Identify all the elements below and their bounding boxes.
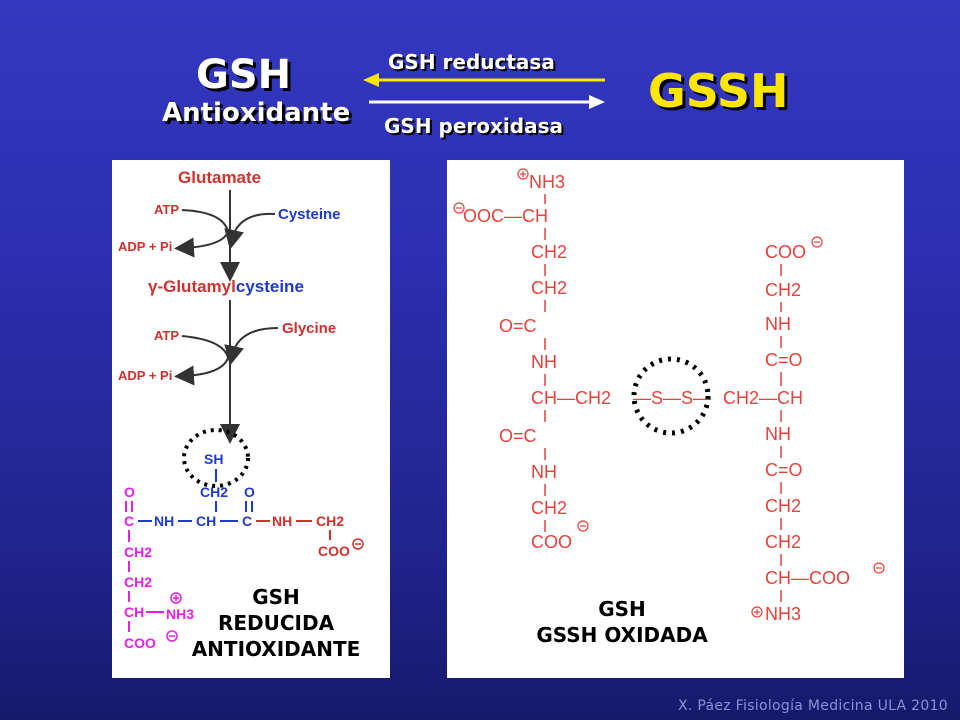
synthesis-panel: Glutamate ATP Cysteine ADP + Pi γ-Glutam… bbox=[112, 160, 390, 678]
gsh-title: GSH bbox=[196, 52, 292, 98]
right-nh-2: NH bbox=[765, 424, 791, 444]
right-ch2-c: CH2 bbox=[765, 532, 801, 552]
cysteine-label: Cysteine bbox=[278, 206, 341, 223]
enzyme-peroxidase: GSH peroxidasa bbox=[384, 114, 563, 138]
left-ooc-ch: OOC—CH bbox=[463, 206, 548, 226]
reverse-arrow bbox=[363, 73, 605, 87]
oxidized-panel: NH3 OOC—CH CH2 CH2 O=C NH CH—CH2 O=C NH … bbox=[447, 160, 904, 678]
reaction-arrows bbox=[363, 73, 605, 109]
right-nh3: NH3 bbox=[765, 604, 801, 624]
svg-text:NH: NH bbox=[154, 513, 174, 529]
o-mid: O bbox=[244, 484, 255, 500]
glycine-label: Glycine bbox=[282, 320, 336, 337]
glutamate-label: Glutamate bbox=[178, 168, 261, 187]
reduced-gsh-label: GSH REDUCIDA ANTIOXIDANTE bbox=[191, 585, 361, 661]
atp-curve-2 bbox=[174, 335, 230, 386]
gamma-glutamyl-label: γ-Glutamylcysteine bbox=[148, 277, 304, 296]
left-ch2-c: CH2 bbox=[531, 498, 567, 518]
left-ch2-a: CH2 bbox=[531, 242, 567, 262]
disulfide-highlight-circle bbox=[631, 356, 711, 436]
right-ch-coo: CH—COO bbox=[765, 568, 850, 588]
left-ch: CH—CH2 bbox=[531, 388, 611, 408]
left-nh-2: NH bbox=[531, 462, 557, 482]
atp-label-2: ATP bbox=[154, 328, 179, 343]
svg-text:CH: CH bbox=[124, 604, 144, 620]
o-left: O bbox=[124, 484, 135, 500]
svg-text:CH2: CH2 bbox=[316, 513, 344, 529]
gssh-structure: NH3 OOC—CH CH2 CH2 O=C NH CH—CH2 O=C NH … bbox=[453, 168, 885, 624]
left-coo: COO bbox=[531, 532, 572, 552]
forward-arrow bbox=[369, 95, 605, 109]
left-nh3: NH3 bbox=[529, 172, 565, 192]
footer-credit: X. Páez Fisiología Medicina ULA 2010 bbox=[677, 698, 948, 714]
left-oc-2: O=C bbox=[499, 426, 537, 446]
right-co-1: C=O bbox=[765, 350, 803, 370]
svg-text:NH: NH bbox=[272, 513, 292, 529]
left-ch2-b: CH2 bbox=[531, 278, 567, 298]
svg-text:C: C bbox=[124, 513, 134, 529]
right-ch2-b: CH2 bbox=[765, 496, 801, 516]
left-oc-1: O=C bbox=[499, 316, 537, 336]
synthesis-diagram: Glutamate ATP Cysteine ADP + Pi γ-Glutam… bbox=[118, 168, 364, 651]
atp-curve-1 bbox=[174, 209, 230, 258]
coo-right: COO bbox=[318, 543, 350, 559]
svg-text:CH2: CH2 bbox=[124, 544, 152, 560]
svg-text:CH: CH bbox=[196, 513, 216, 529]
sh-group: SH bbox=[204, 451, 223, 467]
enzyme-reductase: GSH reductasa bbox=[388, 50, 555, 74]
svg-text:NH3: NH3 bbox=[166, 606, 194, 622]
atp-label-1: ATP bbox=[154, 202, 179, 217]
right-ch2-a: CH2 bbox=[765, 280, 801, 300]
disulfide-bond: —S—S— bbox=[633, 388, 711, 408]
right-coo-top: COO bbox=[765, 242, 806, 262]
gssh-title: GSSH bbox=[648, 64, 789, 118]
oxidized-gssh-label: GSH GSSH OXIDADA bbox=[536, 597, 708, 647]
sh-highlight-circle bbox=[182, 428, 250, 488]
ch2-side: CH2 bbox=[200, 484, 228, 500]
svg-text:CH2: CH2 bbox=[124, 574, 152, 590]
svg-text:C: C bbox=[242, 513, 252, 529]
adp-label-1: ADP + Pi bbox=[118, 239, 172, 254]
cysteine-curve bbox=[224, 212, 276, 250]
backbone-row: C NH CH C NH CH2 bbox=[124, 513, 344, 529]
glutamate-chain: CH2 CH2 CH NH3 COO bbox=[124, 530, 194, 651]
adp-label-2: ADP + Pi bbox=[118, 368, 172, 383]
right-nh-1: NH bbox=[765, 314, 791, 334]
glycine-curve bbox=[224, 327, 279, 366]
right-ch: CH2—CH bbox=[723, 388, 803, 408]
svg-text:COO: COO bbox=[124, 635, 156, 651]
antioxidante-label: Antioxidante bbox=[162, 98, 351, 128]
left-nh-1: NH bbox=[531, 352, 557, 372]
right-co-2: C=O bbox=[765, 460, 803, 480]
